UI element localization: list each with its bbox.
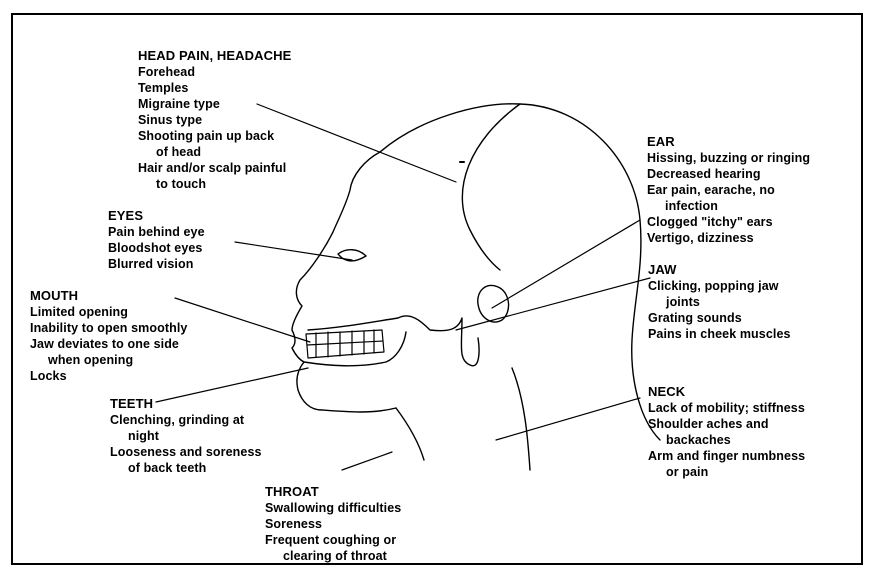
eyes-title: EYES bbox=[108, 208, 205, 224]
mouth-symptom: Limited opening bbox=[30, 304, 187, 320]
eyes-symptom: Blurred vision bbox=[108, 256, 205, 272]
teeth-symptom: of back teeth bbox=[110, 460, 262, 476]
head-outline bbox=[380, 104, 660, 440]
neck-symptom: backaches bbox=[648, 432, 805, 448]
head-symptom: Forehead bbox=[138, 64, 291, 80]
head-symptom: Shooting pain up back bbox=[138, 128, 291, 144]
eyes-symptom: Bloodshot eyes bbox=[108, 240, 205, 256]
head-title: HEAD PAIN, HEADACHE bbox=[138, 48, 291, 64]
mouth-symptom: Locks bbox=[30, 368, 187, 384]
head-symptom: Migraine type bbox=[138, 96, 291, 112]
mouth-symptom: when opening bbox=[30, 352, 187, 368]
mouth-title: MOUTH bbox=[30, 288, 187, 304]
ear-symptom: Decreased hearing bbox=[647, 166, 810, 182]
skull-arc bbox=[462, 104, 520, 270]
jaw-bone bbox=[308, 316, 479, 366]
head-symptom: of head bbox=[138, 144, 291, 160]
throat-title: THROAT bbox=[265, 484, 401, 500]
neck-title: NECK bbox=[648, 384, 805, 400]
teeth-title: TEETH bbox=[110, 396, 262, 412]
neck-back-line bbox=[512, 368, 530, 470]
neck-symptom: Shoulder aches and bbox=[648, 416, 805, 432]
ear-symptom: Clogged "itchy" ears bbox=[647, 214, 810, 230]
teeth bbox=[306, 330, 384, 358]
neck-symptom: or pain bbox=[648, 464, 805, 480]
head-symptom: Hair and/or scalp painful bbox=[138, 160, 291, 176]
head-symptom: to touch bbox=[138, 176, 291, 192]
ear-symptom: infection bbox=[647, 198, 810, 214]
mouth-symptom: Jaw deviates to one side bbox=[30, 336, 187, 352]
teeth-symptom: Looseness and soreness bbox=[110, 444, 262, 460]
eye-shape bbox=[338, 250, 366, 261]
jaw-symptom: Pains in cheek muscles bbox=[648, 326, 791, 342]
neck-front-line bbox=[396, 408, 424, 460]
ear-symptom: Ear pain, earache, no bbox=[647, 182, 810, 198]
neck-symptom: Arm and finger numbness bbox=[648, 448, 805, 464]
teeth-symptom: night bbox=[110, 428, 262, 444]
ear-symptom: Vertigo, dizziness bbox=[647, 230, 810, 246]
throat-symptom: Swallowing difficulties bbox=[265, 500, 401, 516]
teeth-symptom: Clenching, grinding at bbox=[110, 412, 262, 428]
neck-symptom: Lack of mobility; stiffness bbox=[648, 400, 805, 416]
face-profile bbox=[292, 152, 396, 412]
lower-jaw bbox=[304, 332, 406, 366]
mouth-symptom: Inability to open smoothly bbox=[30, 320, 187, 336]
ear-symptom: Hissing, buzzing or ringing bbox=[647, 150, 810, 166]
head-symptom: Temples bbox=[138, 80, 291, 96]
jaw-symptom: Clicking, popping jaw bbox=[648, 278, 791, 294]
ear-title: EAR bbox=[647, 134, 810, 150]
jaw-symptom: Grating sounds bbox=[648, 310, 791, 326]
jaw-symptom: joints bbox=[648, 294, 791, 310]
ear-shape bbox=[478, 285, 509, 322]
throat-symptom: Soreness bbox=[265, 516, 401, 532]
throat-symptom: Frequent coughing or bbox=[265, 532, 401, 548]
throat-symptom: clearing of throat bbox=[265, 548, 401, 564]
head-symptom: Sinus type bbox=[138, 112, 291, 128]
jaw-title: JAW bbox=[648, 262, 791, 278]
eyes-symptom: Pain behind eye bbox=[108, 224, 205, 240]
